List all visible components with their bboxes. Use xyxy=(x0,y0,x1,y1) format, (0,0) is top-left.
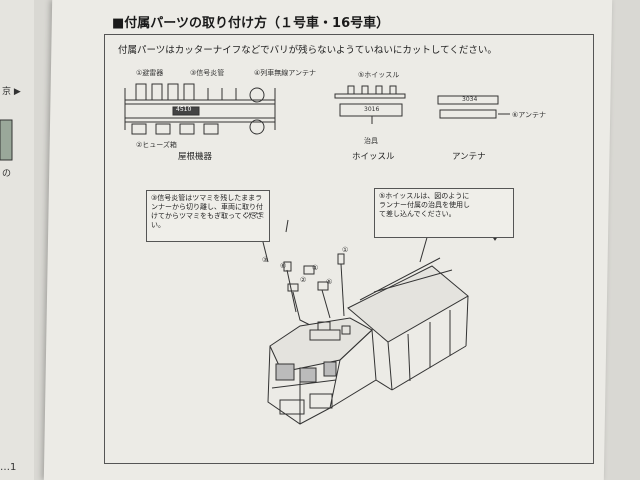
page-marker: …1 xyxy=(0,462,17,473)
label-lightning-arrester: ①避雷器 xyxy=(136,69,164,77)
label-whistle: ホイッスル xyxy=(352,152,395,162)
diagram-frame xyxy=(104,34,594,464)
label-antenna: アンテナ xyxy=(452,152,486,162)
callout-5: ⑤ xyxy=(326,278,333,286)
label-antenna-part: ⑥アンテナ xyxy=(512,111,546,119)
runner-code-left: 4510 xyxy=(176,106,192,113)
label-signal-horn: ③信号炎管 xyxy=(190,69,225,77)
label-roof-equipment: 屋根機器 xyxy=(178,152,213,162)
callout-6: ⑥ xyxy=(280,262,287,270)
note-whistle: ⑤ホイッスルは、図のようにランナー付属の治具を使用して差し込んでください。 xyxy=(374,188,514,238)
instruction-text: 付属パーツはカッターナイフなどでバリが残らないようていねいにカットしてください。 xyxy=(118,45,497,56)
label-whistle-part: ⑤ホイッスル xyxy=(358,71,400,79)
previous-page-strip xyxy=(0,0,34,480)
note-signal-horn: ③信号炎管はツマミを残したままランナーから切り離し、車両に取り付けてからツマミを… xyxy=(146,190,270,242)
label-train-radio-antenna: ④列車無線アンテナ xyxy=(254,69,316,77)
label-knob: ツマミ xyxy=(244,211,265,219)
runner-code-mid: 3016 xyxy=(364,106,380,113)
callout-1: ① xyxy=(342,246,349,254)
label-fuse-box: ②ヒューズ箱 xyxy=(136,141,177,149)
runner-code-right: 3034 xyxy=(462,96,478,103)
callout-4: ④ xyxy=(312,264,319,272)
prev-page-text: の xyxy=(2,169,12,179)
callout-3: ③ xyxy=(262,256,269,264)
label-jig: 治具 xyxy=(364,137,378,145)
prev-page-arrow-text: 京 ▶ xyxy=(2,87,21,97)
callout-2: ② xyxy=(300,276,307,284)
section-title: ■付属パーツの取り付け方（１号車・16号車） xyxy=(112,16,390,31)
